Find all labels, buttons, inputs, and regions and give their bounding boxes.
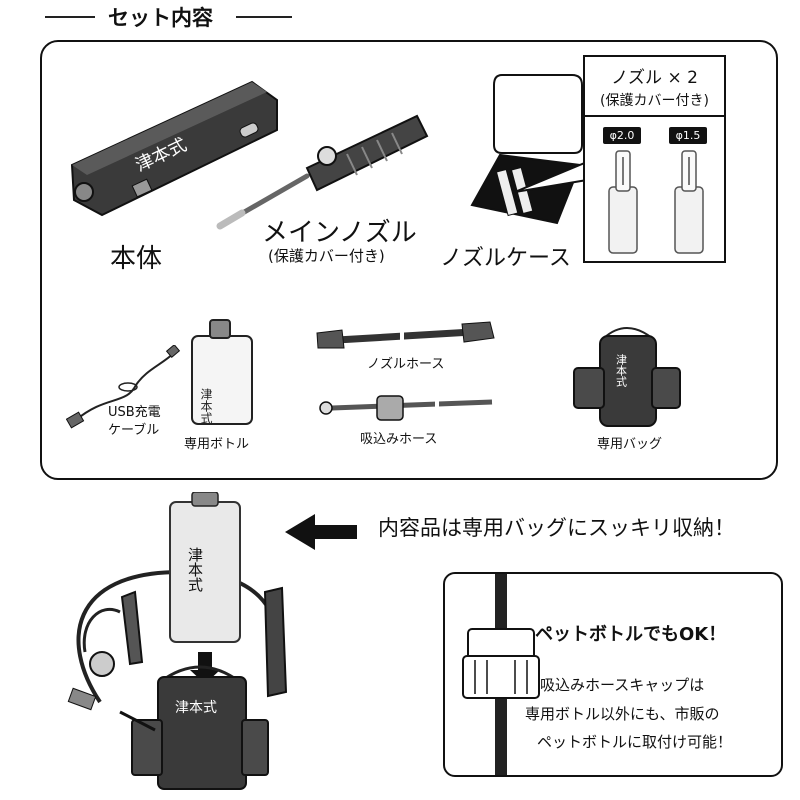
label-suction-hose: 吸込みホース [360,432,438,447]
main-body-illustration: 津本式 [70,80,278,217]
label-body: 本体 [110,244,163,274]
nozzle-size-a-badge: φ2.0 [603,127,641,144]
label-bottle: 専用ボトル [184,437,250,452]
label-nozzle-case: ノズルケース [440,246,571,271]
callout-subtitle: (保護カバー付き) [600,93,709,109]
bottle-brand-mark: 津本式 [199,388,213,424]
callout-title: ノズル × 2 [611,68,698,88]
pet-bottle-line3: ペットボトルに取付け可能！ [537,733,733,751]
label-main-nozzle: メインノズル [262,218,417,248]
spare-nozzle-b-illustration [674,150,704,254]
nozzle-size-b-badge: φ1.5 [669,127,707,144]
label-usb-cable-2: ケーブル [108,423,160,438]
bag-brand-mark: 津本式 [615,354,628,387]
section-title: セット内容 [0,0,300,32]
spare-nozzle-callout: ノズル × 2 (保護カバー付き) φ2.0 φ1.5 [583,55,726,263]
pet-bottle-box: ペットボトルでもOK！ 吸込みホースキャップは 専用ボトル以外にも、市販の ペッ… [443,572,783,777]
callout-divider [585,115,724,117]
title-rule-left [45,16,95,18]
pet-bottle-line1: 吸込みホースキャップは [540,676,705,694]
stored-bottle-brand-mark: 津本式 [186,547,204,592]
bottle-illustration: 津本式 [191,319,253,425]
pet-bottle-title: ペットボトルでもOK！ [535,624,727,645]
stored-bag-brand-mark: 津本式 [175,700,217,716]
spare-nozzle-a-illustration [608,150,638,254]
label-bag: 専用バッグ [597,437,663,452]
main-nozzle-illustration [216,114,429,230]
bag-illustration: 津本式 [573,327,681,427]
section-title-text: セット内容 [108,6,213,30]
label-nozzle-hose: ノズルホース [367,357,445,372]
label-main-nozzle-sub: (保護カバー付き) [268,247,385,265]
callout-pointer [515,160,588,193]
contents-panel [40,40,778,480]
arrow-left-icon [285,514,357,550]
label-usb-cable-1: USB充電 [108,405,161,420]
title-rule-right [236,16,292,18]
suction-hose-illustration [319,395,493,421]
hose-cap-illustration [462,574,540,775]
nozzle-case-illustration [470,74,583,225]
storage-message: 内容品は専用バッグにスッキリ収納！ [378,516,735,540]
usb-cable-illustration [66,345,181,429]
pet-bottle-line2: 専用ボトル以外にも、市販の [525,705,720,723]
nozzle-hose-illustration [316,321,495,349]
stored-in-bag-illustration: 津本式 津本式 [67,492,288,790]
